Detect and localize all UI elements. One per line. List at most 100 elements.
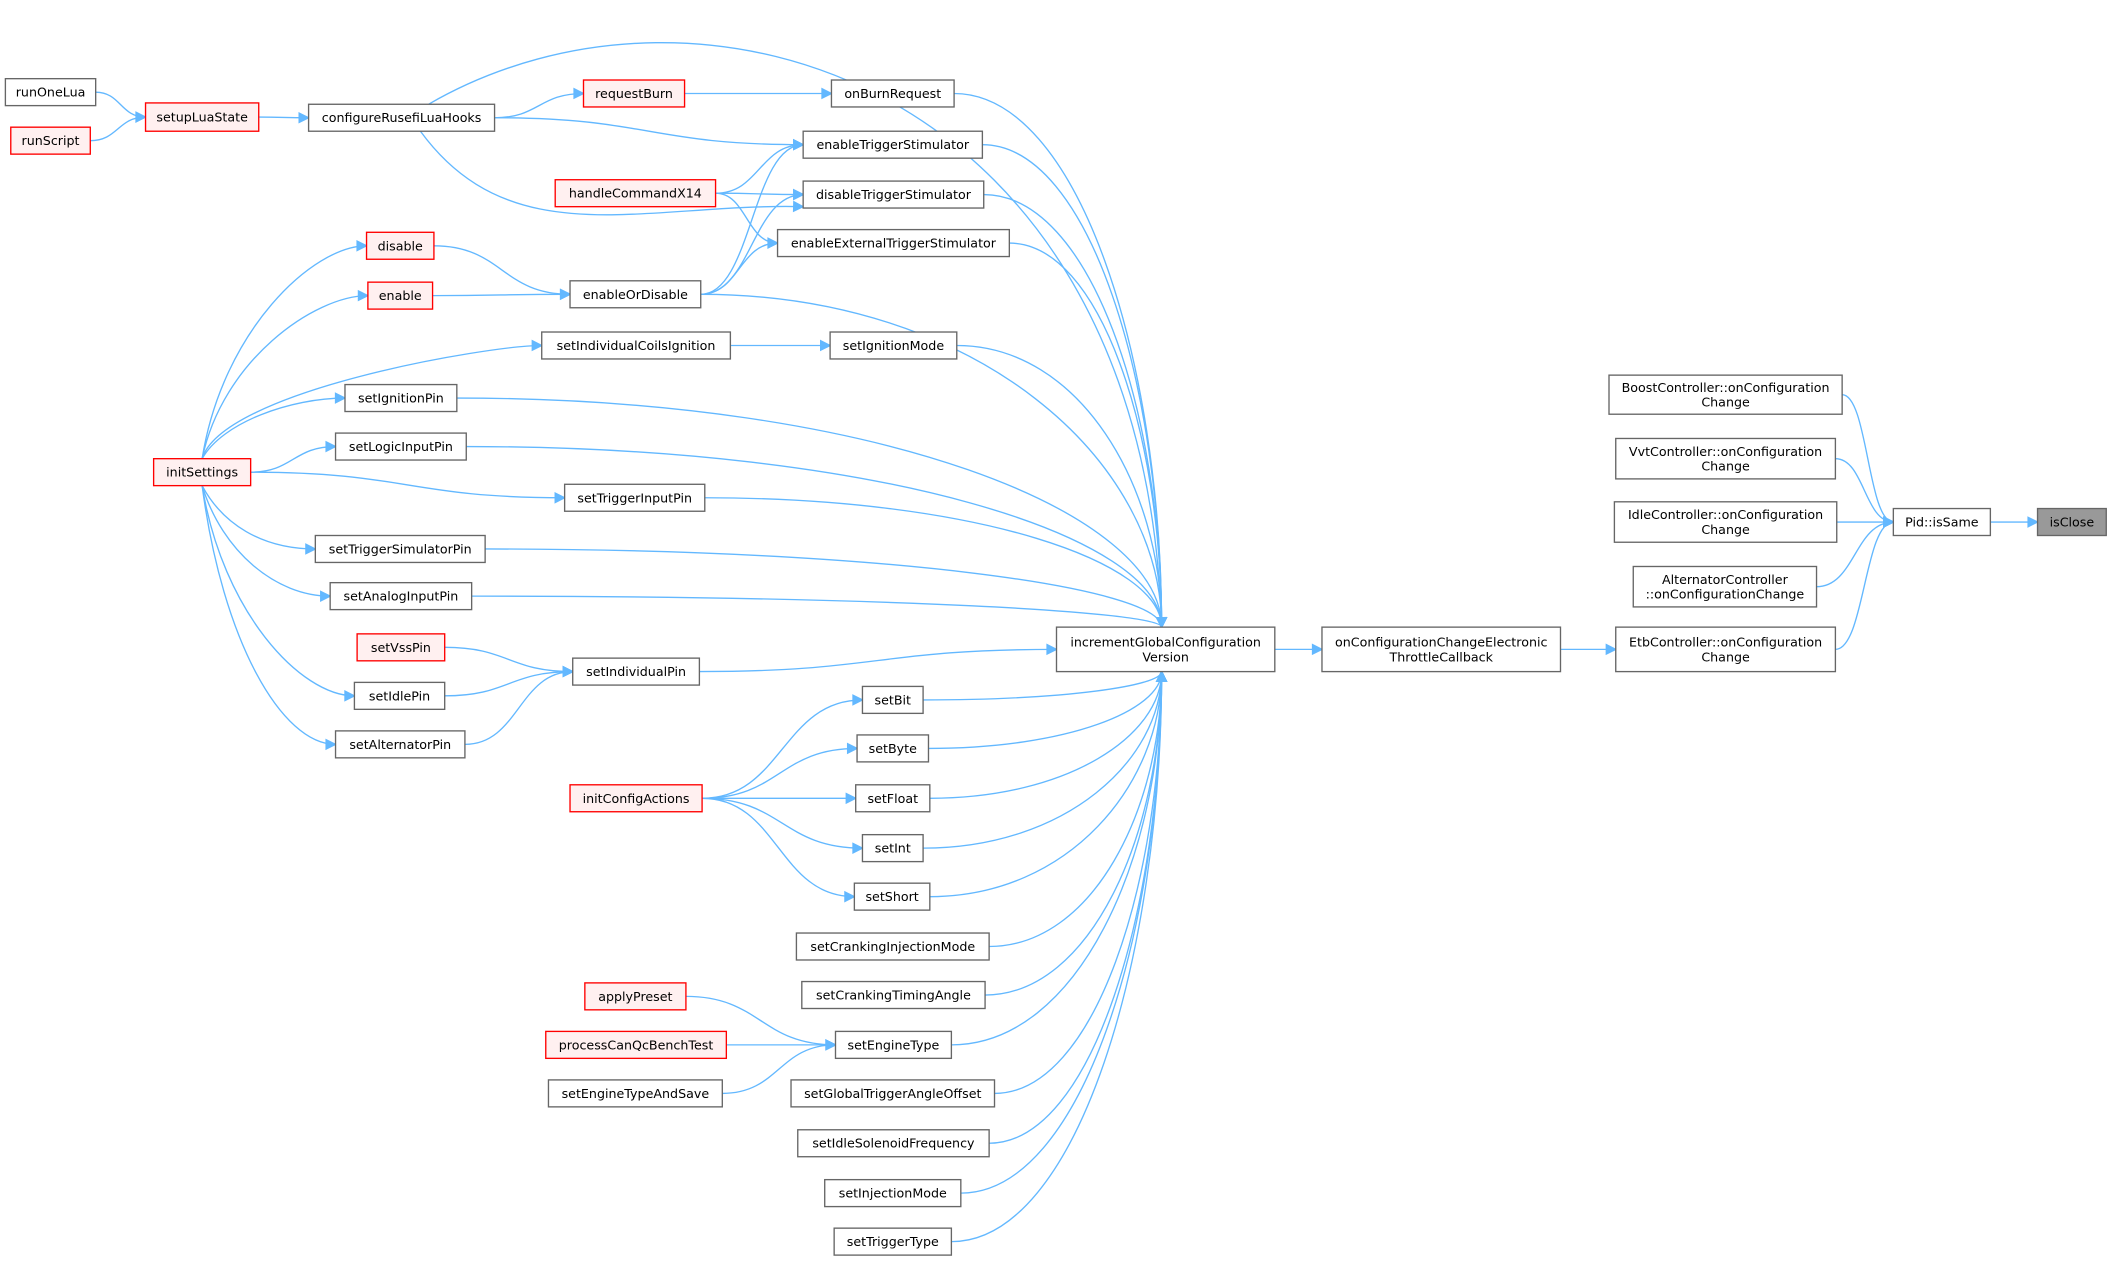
node-enable-external-trigger-stimulator[interactable]: enableExternalTriggerStimulator bbox=[776, 228, 1011, 258]
edge-pid-is-same-to-is-close bbox=[1990, 516, 2040, 528]
arrowhead-icon bbox=[298, 111, 311, 124]
node-set-engine-type-and-save[interactable]: setEngineTypeAndSave bbox=[547, 1079, 723, 1108]
node-set-trigger-type[interactable]: setTriggerType bbox=[833, 1227, 953, 1256]
node-set-analog-input-pin[interactable]: setAnalogInputPin bbox=[329, 581, 473, 611]
node-set-individual-coils-ignition[interactable]: setIndividualCoilsIgnition bbox=[541, 331, 732, 360]
node-box bbox=[334, 730, 466, 759]
node-run-one-lua[interactable]: runOneLua bbox=[4, 77, 97, 107]
node-set-trigger-input-pin[interactable]: setTriggerInputPin bbox=[563, 483, 706, 512]
node-label: setTriggerInputPin bbox=[577, 490, 692, 505]
node-idle-controller[interactable]: IdleController::onConfigurationChange bbox=[1613, 501, 1838, 543]
node-is-close: isClose bbox=[2036, 507, 2107, 537]
node-set-trigger-simulator-pin[interactable]: setTriggerSimulatorPin bbox=[314, 534, 486, 564]
node-label: setIndividualPin bbox=[586, 664, 686, 679]
edge-line bbox=[699, 648, 1057, 673]
node-disable[interactable]: disable bbox=[365, 231, 435, 260]
node-set-int[interactable]: setInt bbox=[861, 833, 924, 863]
node-handle-command-x14[interactable]: handleCommandX14 bbox=[554, 179, 717, 208]
edge-init-settings-to-set-trigger-input-pin bbox=[250, 471, 567, 504]
node-set-ignition-mode[interactable]: setIgnitionMode bbox=[829, 331, 958, 360]
node-apply-preset[interactable]: applyPreset bbox=[584, 982, 687, 1011]
node-label: setIgnitionPin bbox=[358, 391, 444, 406]
arrowhead-icon bbox=[793, 188, 805, 201]
edge-init-config-actions-to-set-bit bbox=[702, 694, 864, 799]
edge-line bbox=[700, 242, 778, 295]
node-set-alternator-pin[interactable]: setAlternatorPin bbox=[334, 730, 466, 759]
node-request-burn[interactable]: requestBurn bbox=[582, 79, 686, 108]
node-enable-or-disable[interactable]: enableOrDisable bbox=[569, 280, 702, 309]
node-on-burn-request[interactable]: onBurnRequest bbox=[830, 79, 955, 108]
node-set-cranking-timing-angle[interactable]: setCrankingTimingAngle bbox=[801, 980, 986, 1010]
node-set-bit[interactable]: setBit bbox=[861, 685, 924, 715]
node-label: setIndividualCoilsIgnition bbox=[557, 338, 716, 353]
edge-init-config-actions-to-set-float bbox=[702, 792, 858, 805]
edge-set-cranking-timing-angle-to-increment-global-configuration-version bbox=[985, 670, 1168, 996]
edge-set-ignition-pin-to-increment-global-configuration-version bbox=[456, 397, 1168, 629]
node-disable-trigger-stimulator[interactable]: disableTriggerStimulator bbox=[802, 180, 985, 209]
node-set-float[interactable]: setFloat bbox=[855, 784, 931, 813]
arrowhead-icon bbox=[1883, 516, 1895, 528]
arrowhead-icon bbox=[767, 237, 780, 249]
node-pid-is-same[interactable]: Pid::isSame bbox=[1892, 507, 1992, 537]
edge-line bbox=[1816, 521, 1894, 588]
node-box bbox=[547, 1079, 723, 1108]
node-box bbox=[856, 734, 930, 763]
node-label: setShort bbox=[865, 889, 918, 904]
node-enable[interactable]: enable bbox=[367, 281, 434, 310]
node-set-ignition-pin[interactable]: setIgnitionPin bbox=[344, 383, 458, 413]
node-set-individual-pin[interactable]: setIndividualPin bbox=[572, 657, 701, 686]
edge-set-bit-to-increment-global-configuration-version bbox=[923, 670, 1168, 701]
arrowhead-icon bbox=[846, 742, 859, 755]
node-set-global-trigger-angle-offset[interactable]: setGlobalTriggerAngleOffset bbox=[790, 1079, 996, 1108]
arrowhead-icon bbox=[1046, 643, 1059, 656]
node-label: setGlobalTriggerAngleOffset bbox=[804, 1086, 981, 1101]
node-set-short[interactable]: setShort bbox=[853, 882, 931, 911]
node-set-injection-mode[interactable]: setInjectionMode bbox=[824, 1178, 962, 1208]
edge-request-burn-to-on-burn-request bbox=[684, 87, 833, 100]
edge-on-burn-request-to-increment-global-configuration-version bbox=[954, 92, 1168, 629]
node-set-logic-input-pin[interactable]: setLogicInputPin bbox=[334, 432, 467, 461]
edge-line bbox=[929, 671, 1163, 898]
node-set-byte[interactable]: setByte bbox=[856, 734, 930, 763]
node-label: Change bbox=[1701, 459, 1750, 474]
node-set-vss-pin[interactable]: setVssPin bbox=[356, 633, 446, 662]
node-label: processCanQcBenchTest bbox=[559, 1037, 714, 1052]
node-enable-trigger-stimulator[interactable]: enableTriggerStimulator bbox=[802, 130, 984, 159]
node-run-script[interactable]: runScript bbox=[10, 126, 91, 155]
node-boost-controller[interactable]: BoostController::onConfigurationChange bbox=[1608, 374, 1843, 415]
node-set-engine-type[interactable]: setEngineType bbox=[834, 1030, 953, 1060]
node-etb-controller[interactable]: EtbController::onConfigurationChange bbox=[1615, 626, 1837, 673]
node-label: setIdlePin bbox=[369, 688, 430, 703]
edge-alternator-controller-to-pid-is-same bbox=[1816, 516, 1895, 588]
node-box bbox=[829, 331, 958, 360]
node-init-settings[interactable]: initSettings bbox=[152, 458, 252, 487]
edge-line bbox=[485, 548, 1163, 628]
edge-line bbox=[715, 144, 804, 194]
node-init-config-actions[interactable]: initConfigActions bbox=[569, 784, 703, 813]
node-setup-lua-state[interactable]: setupLuaState bbox=[144, 102, 260, 132]
node-label: setAlternatorPin bbox=[349, 737, 451, 752]
node-process-can-qc-bench-test[interactable]: processCanQcBenchTest bbox=[545, 1030, 728, 1060]
edge-line bbox=[923, 671, 1163, 849]
node-configure-rusefi-lua-hooks[interactable]: configureRusefiLuaHooks bbox=[307, 103, 496, 132]
node-vvt-controller[interactable]: VvtController::onConfigurationChange bbox=[1615, 437, 1837, 480]
node-label: isClose bbox=[2050, 515, 2095, 530]
edge-line bbox=[700, 144, 804, 295]
node-label: setIdleSolenoidFrequency bbox=[812, 1136, 975, 1151]
node-set-idle-solenoid-frequency[interactable]: setIdleSolenoidFrequency bbox=[797, 1129, 990, 1158]
node-set-idle-pin[interactable]: setIdlePin bbox=[353, 681, 446, 711]
node-box bbox=[776, 228, 1011, 258]
edge-line bbox=[956, 344, 1163, 628]
edge-line bbox=[994, 671, 1163, 1095]
node-box bbox=[10, 126, 91, 155]
node-alternator-controller[interactable]: AlternatorController::onConfigurationCha… bbox=[1632, 565, 1818, 608]
edge-line bbox=[444, 646, 573, 673]
node-box bbox=[1055, 626, 1276, 673]
node-set-cranking-injection-mode[interactable]: setCrankingInjectionMode bbox=[795, 932, 990, 961]
node-label: runScript bbox=[22, 133, 80, 148]
arrowhead-icon bbox=[821, 87, 833, 100]
node-on-configuration-change-electronic-throttle-callback[interactable]: onConfigurationChangeElectronicThrottleC… bbox=[1321, 626, 1562, 673]
edge-set-int-to-increment-global-configuration-version bbox=[923, 670, 1168, 849]
graph-nodes: runOneLua runScript setupLuaState configure… bbox=[4, 77, 2107, 1256]
